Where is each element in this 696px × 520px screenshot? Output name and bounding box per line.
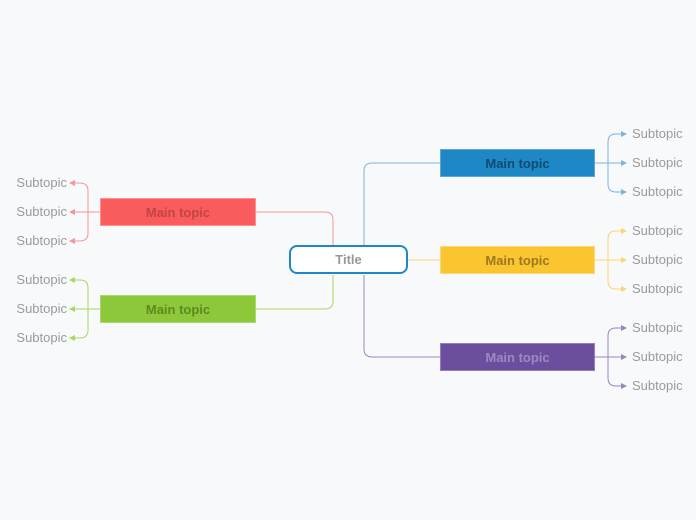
subtopic-purple-1[interactable]: Subtopic xyxy=(632,320,683,335)
edge-yellow-trunk xyxy=(607,230,622,290)
edge-green-trunk xyxy=(74,279,89,339)
arrow-icon xyxy=(621,354,627,360)
subtopic-yellow-2[interactable]: Subtopic xyxy=(632,252,683,267)
title-node[interactable]: Title xyxy=(289,245,408,274)
arrow-icon xyxy=(621,257,627,263)
branch-yellow-edges xyxy=(408,228,627,292)
arrow-icon xyxy=(69,277,75,283)
subtopic-green-3[interactable]: Subtopic xyxy=(16,330,67,345)
arrow-icon xyxy=(621,189,627,195)
subtopic-blue-2[interactable]: Subtopic xyxy=(632,155,683,170)
main-topic-purple[interactable]: Main topic xyxy=(440,343,595,371)
edge-green-main xyxy=(256,275,334,310)
subtopic-red-2[interactable]: Subtopic xyxy=(16,204,67,219)
arrow-icon xyxy=(621,325,627,331)
main-topic-blue[interactable]: Main topic xyxy=(440,149,595,177)
edge-purple-main xyxy=(363,275,440,358)
edge-red-trunk xyxy=(74,182,89,242)
arrow-icon xyxy=(621,228,627,234)
branch-green-edges xyxy=(69,275,334,341)
arrow-icon xyxy=(69,306,75,312)
edge-red-main xyxy=(256,211,334,245)
subtopic-green-1[interactable]: Subtopic xyxy=(16,272,67,287)
edge-blue-trunk xyxy=(607,133,622,193)
subtopic-green-2[interactable]: Subtopic xyxy=(16,301,67,316)
arrow-icon xyxy=(621,383,627,389)
subtopic-purple-3[interactable]: Subtopic xyxy=(632,378,683,393)
main-topic-green[interactable]: Main topic xyxy=(100,295,256,323)
arrow-icon xyxy=(621,131,627,137)
arrow-icon xyxy=(69,238,75,244)
edge-blue-main xyxy=(363,162,440,245)
subtopic-purple-2[interactable]: Subtopic xyxy=(632,349,683,364)
arrow-icon xyxy=(621,286,627,292)
arrow-icon xyxy=(69,180,75,186)
subtopic-red-3[interactable]: Subtopic xyxy=(16,233,67,248)
edge-purple-trunk xyxy=(607,327,622,387)
subtopic-yellow-1[interactable]: Subtopic xyxy=(632,223,683,238)
main-topic-yellow[interactable]: Main topic xyxy=(440,246,595,274)
subtopic-yellow-3[interactable]: Subtopic xyxy=(632,281,683,296)
branch-red-edges xyxy=(69,180,334,245)
arrow-icon xyxy=(621,160,627,166)
main-topic-red[interactable]: Main topic xyxy=(100,198,256,226)
branch-purple-edges xyxy=(363,275,627,389)
subtopic-red-1[interactable]: Subtopic xyxy=(16,175,67,190)
branch-blue-edges xyxy=(363,131,627,245)
subtopic-blue-1[interactable]: Subtopic xyxy=(632,126,683,141)
subtopic-blue-3[interactable]: Subtopic xyxy=(632,184,683,199)
arrow-icon xyxy=(69,335,75,341)
arrow-icon xyxy=(69,209,75,215)
